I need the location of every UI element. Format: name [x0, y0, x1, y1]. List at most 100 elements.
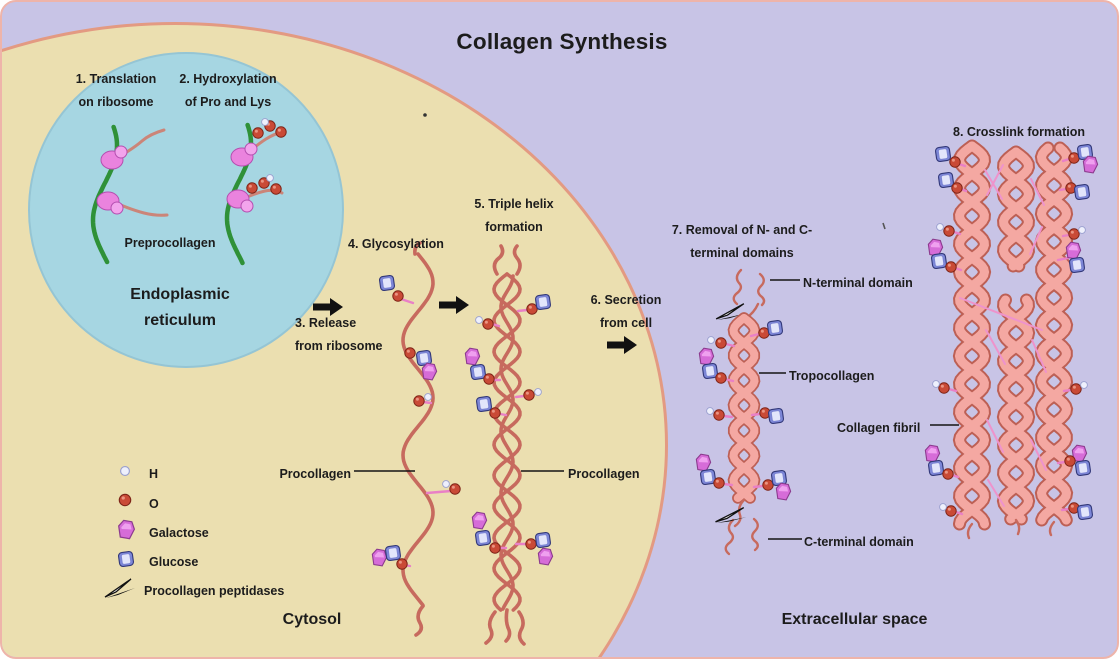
galactose-hexagon-icon	[697, 347, 715, 366]
tropocollagen-structure	[694, 302, 792, 528]
oxygen-sphere-icon	[489, 542, 501, 554]
legend-label-galactose: Galactose	[149, 526, 209, 540]
oxygen-sphere-icon	[945, 505, 957, 517]
galactose-hexagon-icon	[116, 519, 136, 540]
oxygen-sphere-icon	[525, 538, 537, 550]
glucose-cube-icon	[475, 395, 493, 413]
galactose-hexagon-icon	[536, 547, 554, 566]
extracellular-label: Extracellular space	[781, 611, 928, 628]
oxygen-sphere-icon	[118, 493, 132, 507]
tropocollagen-label: Tropocollagen	[789, 369, 875, 383]
flow-arrow-secretion	[607, 336, 637, 354]
oxygen-sphere-icon	[489, 407, 501, 419]
oxygen-sphere-icon	[275, 126, 287, 138]
glucose-cube-icon	[117, 550, 135, 568]
glucose-cube-icon	[534, 293, 552, 311]
oxygen-sphere-icon	[945, 261, 957, 273]
oxygen-sphere-icon	[483, 373, 495, 385]
oxygen-sphere-icon	[951, 182, 963, 194]
galactose-hexagon-icon	[923, 444, 941, 463]
c-terminal-fragments	[724, 517, 759, 556]
glucose-cube-icon	[1073, 183, 1091, 201]
oxygen-sphere-icon	[762, 479, 774, 491]
step-label-7: 7. Removal of N- and C-terminal domains	[671, 223, 813, 260]
page-title: Collagen Synthesis	[456, 29, 668, 54]
hydrogen-sphere-icon	[939, 503, 947, 511]
hydrogen-sphere-icon	[707, 336, 715, 344]
procollagen-label-right: Procollagen	[568, 467, 640, 481]
hydrogen-sphere-icon	[424, 393, 432, 401]
hydrogen-sphere-icon	[475, 316, 483, 324]
glucose-cube-icon	[1068, 256, 1086, 274]
glucose-cube-icon	[766, 319, 784, 337]
hydrogen-sphere-icon	[1080, 381, 1088, 389]
oxygen-sphere-icon	[715, 337, 727, 349]
hydrogen-sphere-icon	[936, 223, 944, 231]
glucose-cube-icon	[1074, 459, 1092, 477]
step-label-4: 4. Glycosylation	[348, 237, 444, 251]
oxygen-sphere-icon	[942, 468, 954, 480]
legend-icons	[104, 465, 136, 599]
collagen-fibril-label: Collagen fibril	[837, 421, 921, 435]
cytosol-label: Cytosol	[282, 611, 342, 628]
triple-helix-structure	[463, 244, 554, 646]
oxygen-sphere-icon	[1064, 455, 1076, 467]
oxygen-sphere-icon	[413, 395, 425, 407]
oxygen-sphere-icon	[396, 558, 408, 570]
preprocollagen-label: Preprocollagen	[124, 236, 216, 250]
oxygen-sphere-icon	[523, 389, 535, 401]
oxygen-sphere-icon	[246, 182, 258, 194]
flow-arrow-helix	[439, 296, 469, 314]
oxygen-sphere-icon	[526, 303, 538, 315]
oxygen-sphere-icon	[1068, 152, 1080, 164]
hydrogen-sphere-icon	[442, 480, 450, 488]
galactose-hexagon-icon	[463, 347, 481, 366]
oxygen-sphere-icon	[943, 225, 955, 237]
galactose-hexagon-icon	[694, 453, 712, 472]
glucose-cube-icon	[534, 531, 552, 549]
oxygen-sphere-icon	[1070, 383, 1082, 395]
collagen-fibril-structure	[923, 139, 1099, 540]
preprocollagen-structure-2	[224, 118, 287, 266]
glucose-cube-icon	[1076, 503, 1094, 521]
glucose-cube-icon	[937, 171, 955, 189]
hydrogen-sphere-icon	[261, 118, 269, 126]
hydrogen-sphere-icon	[706, 407, 714, 415]
oxygen-sphere-icon	[270, 183, 282, 195]
oxygen-sphere-icon	[252, 127, 264, 139]
preprocollagen-structure-1	[90, 124, 169, 265]
glucose-cube-icon	[378, 274, 396, 292]
galactose-hexagon-icon	[370, 548, 388, 567]
endoplasmic-reticulum-region	[28, 52, 344, 368]
oxygen-sphere-icon	[713, 409, 725, 421]
oxygen-sphere-icon	[938, 382, 950, 394]
glucose-cube-icon	[474, 529, 492, 547]
oxygen-sphere-icon	[1068, 228, 1080, 240]
legend-label-h: H	[149, 467, 159, 481]
hydrogen-sphere-icon	[1078, 226, 1086, 234]
hydrogen-sphere-icon	[119, 465, 131, 477]
oxygen-sphere-icon	[713, 477, 725, 489]
c-terminal-label: C-terminal domain	[804, 535, 914, 549]
oxygen-sphere-icon	[949, 156, 961, 168]
hydrogen-sphere-icon	[932, 380, 940, 388]
hydrogen-sphere-icon	[534, 388, 542, 396]
oxygen-sphere-icon	[392, 290, 404, 302]
stray-dot	[423, 113, 427, 117]
stray-mark	[882, 222, 886, 230]
legend-label-peptidases: Procollagen peptidases	[144, 584, 285, 598]
oxygen-sphere-icon	[449, 483, 461, 495]
oxygen-sphere-icon	[715, 372, 727, 384]
glucose-cube-icon	[934, 145, 952, 163]
step-label-8: 8. Crosslink formation	[953, 125, 1085, 139]
legend-label-o: O	[149, 497, 159, 511]
glucose-cube-icon	[927, 459, 945, 477]
hydrogen-sphere-icon	[266, 174, 274, 182]
